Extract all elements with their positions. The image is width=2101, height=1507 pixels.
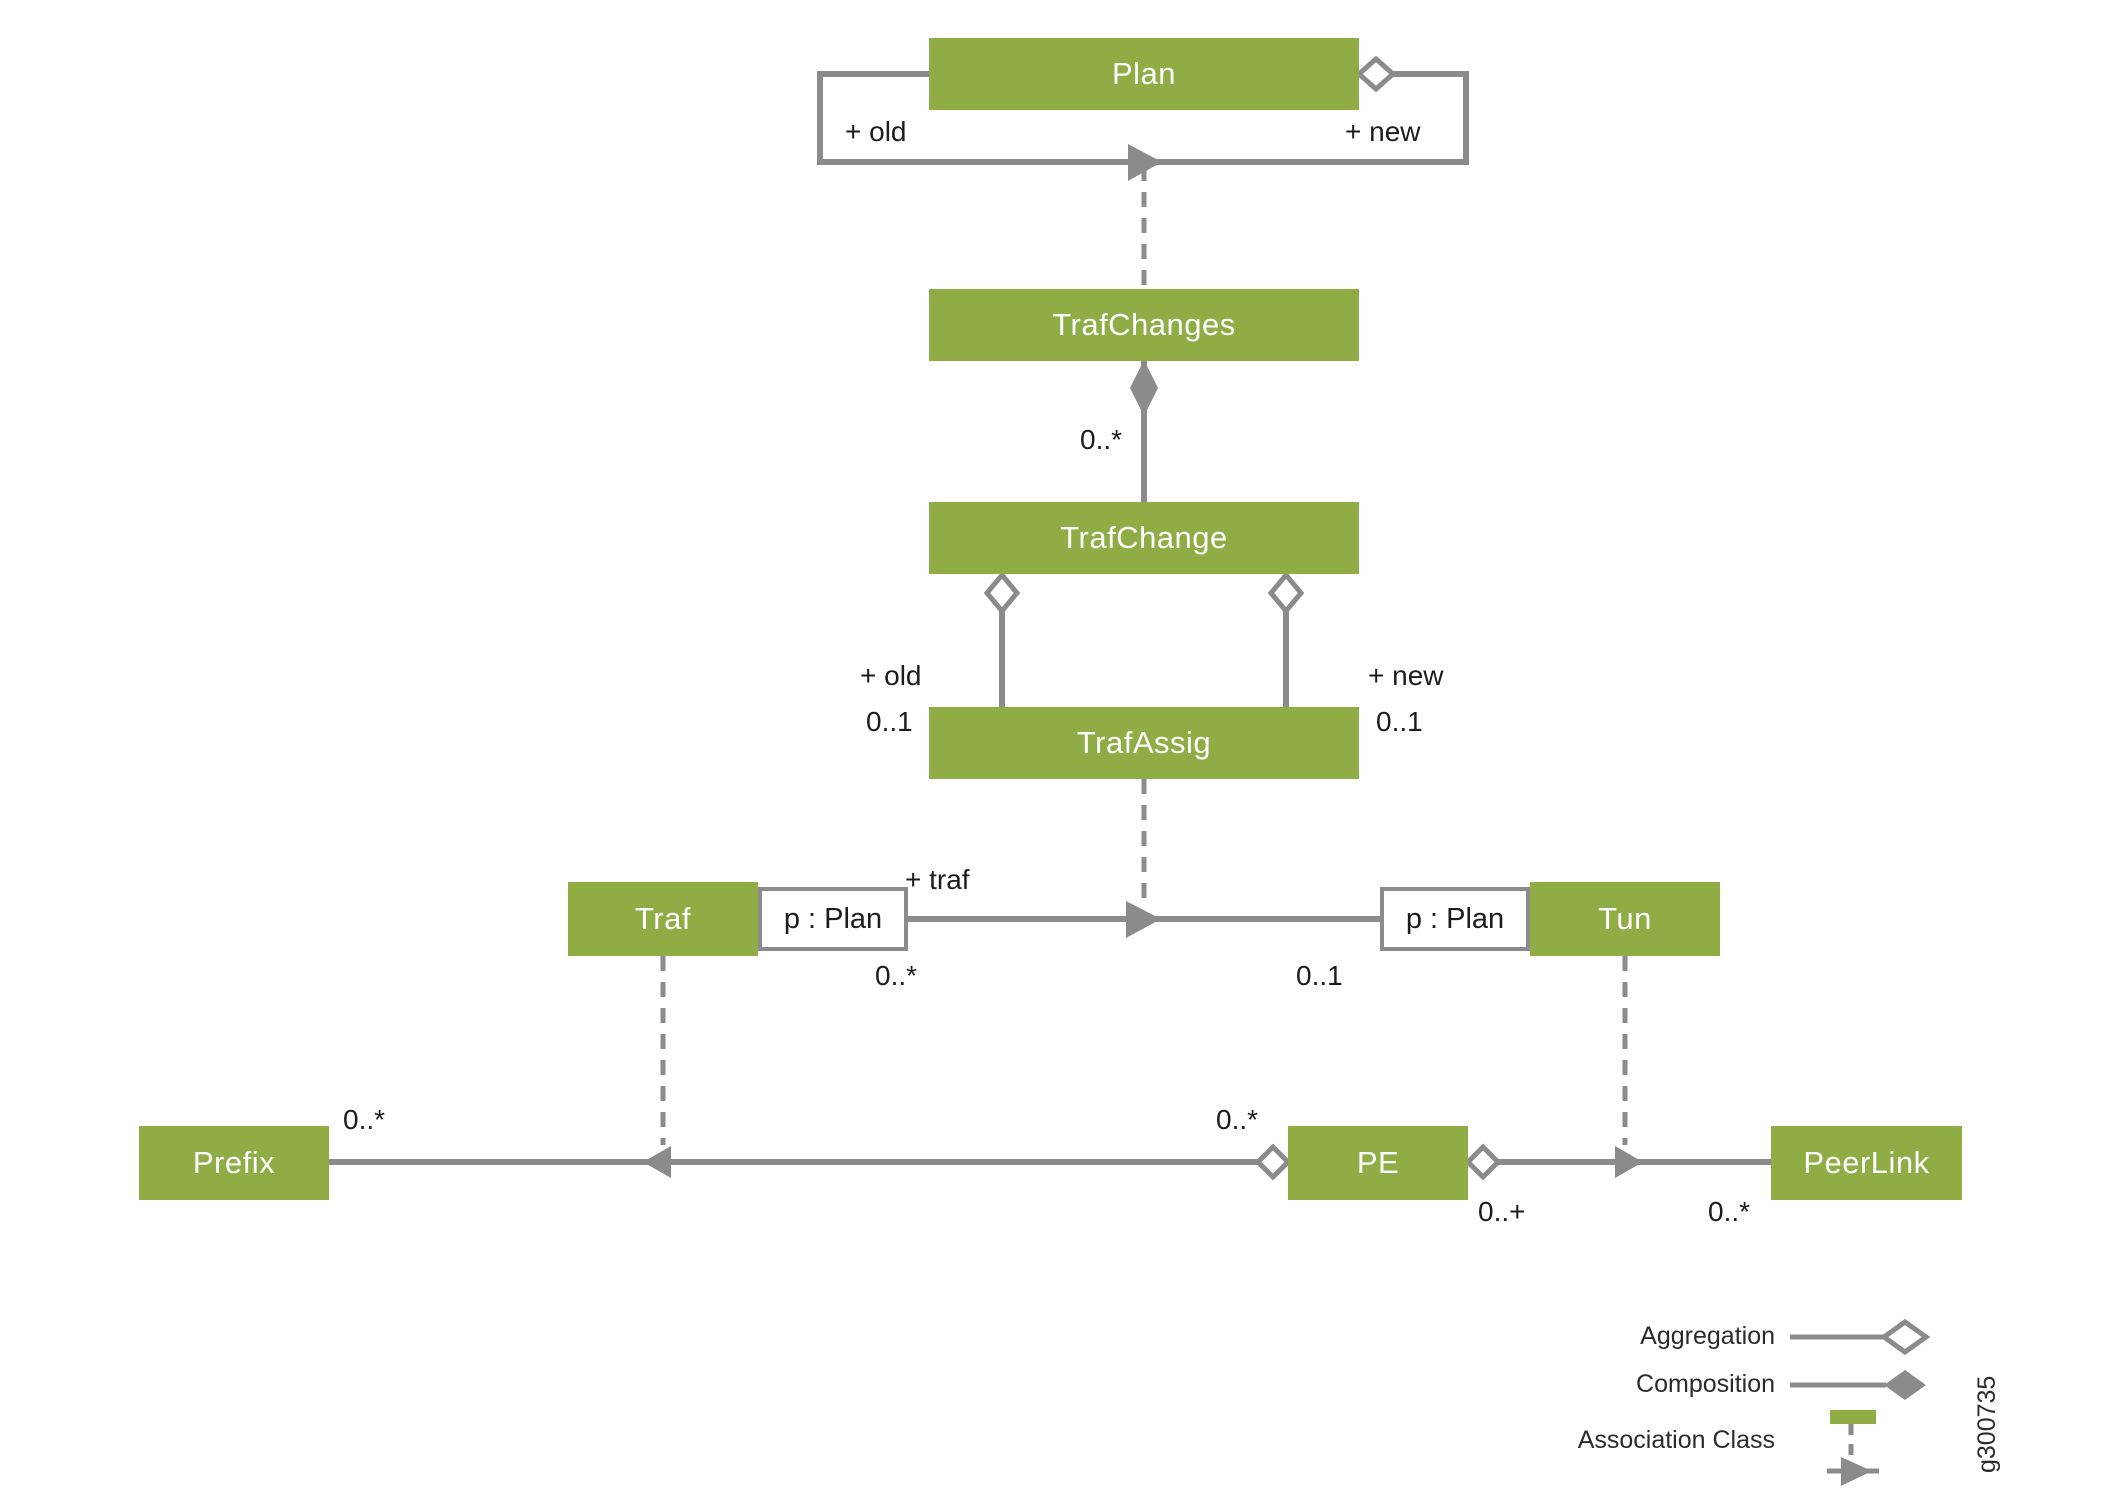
traf-tun-navigability-arrow-icon [1126, 901, 1161, 938]
legend-association-class-swatch [1830, 1410, 1876, 1424]
class-box-plan: Plan [929, 38, 1359, 110]
class-box-trafchange: TrafChange [929, 502, 1359, 574]
multiplicity-label-traf: 0..* [875, 960, 918, 991]
class-box-trafchanges: TrafChanges [929, 289, 1359, 361]
role-label-traf: + traf [905, 864, 970, 895]
plan-self-navigability-arrow-icon [1128, 144, 1162, 181]
class-box-prefix: Prefix [139, 1126, 329, 1200]
role-label-trafchange-old: + old [860, 660, 922, 691]
role-label-plan-old: + old [845, 116, 907, 147]
legend-aggregation-diamond-icon [1879, 1318, 1931, 1356]
trafchanges-composition-diamond-icon [1130, 360, 1158, 416]
class-box-traf: Traf [568, 882, 758, 956]
legend-composition-diamond-icon [1884, 1370, 1926, 1400]
class-box-tun: Tun [1530, 882, 1720, 956]
multiplicity-label-peerlink: 0..* [1708, 1196, 1751, 1227]
plan-aggregation-diamond-icon [1355, 55, 1397, 93]
figure-id: g300735 [1973, 1375, 2001, 1473]
association-role-box-traf-p-plan: p : Plan [758, 887, 908, 951]
multiplicity-label-trafchange-old: 0..1 [866, 706, 913, 737]
class-box-trafassig: TrafAssig [929, 707, 1359, 779]
role-label-trafchange-new: + new [1368, 660, 1444, 691]
multiplicity-label-trafchanges: 0..* [1080, 424, 1123, 455]
multiplicity-label-pe-right: 0..+ [1478, 1196, 1526, 1227]
trafchange-new-aggregation-diamond-icon [1267, 571, 1305, 615]
prefix-pe-navigability-arrow-icon [643, 1146, 671, 1178]
legend-label-association-class: Association Class [1577, 1426, 1775, 1454]
class-box-pe: PE [1288, 1126, 1468, 1200]
class-box-peerlink: PeerLink [1771, 1126, 1962, 1200]
legend-label-aggregation: Aggregation [1640, 1322, 1775, 1350]
multiplicity-label-prefix: 0..* [343, 1104, 386, 1135]
pe-left-aggregation-diamond-icon [1254, 1143, 1292, 1181]
pe-peerlink-navigability-arrow-icon [1615, 1146, 1643, 1178]
trafchange-old-aggregation-diamond-icon [983, 571, 1021, 615]
multiplicity-label-trafchange-new: 0..1 [1376, 706, 1423, 737]
role-label-plan-new: + new [1345, 116, 1421, 147]
association-role-box-tun-p-plan: p : Plan [1380, 887, 1530, 951]
pe-right-aggregation-diamond-icon [1464, 1143, 1502, 1181]
legend-label-composition: Composition [1636, 1370, 1775, 1398]
multiplicity-label-pe-left: 0..* [1216, 1104, 1259, 1135]
legend-association-class-arrow-icon [1841, 1457, 1872, 1486]
multiplicity-label-tun: 0..1 [1296, 960, 1343, 991]
